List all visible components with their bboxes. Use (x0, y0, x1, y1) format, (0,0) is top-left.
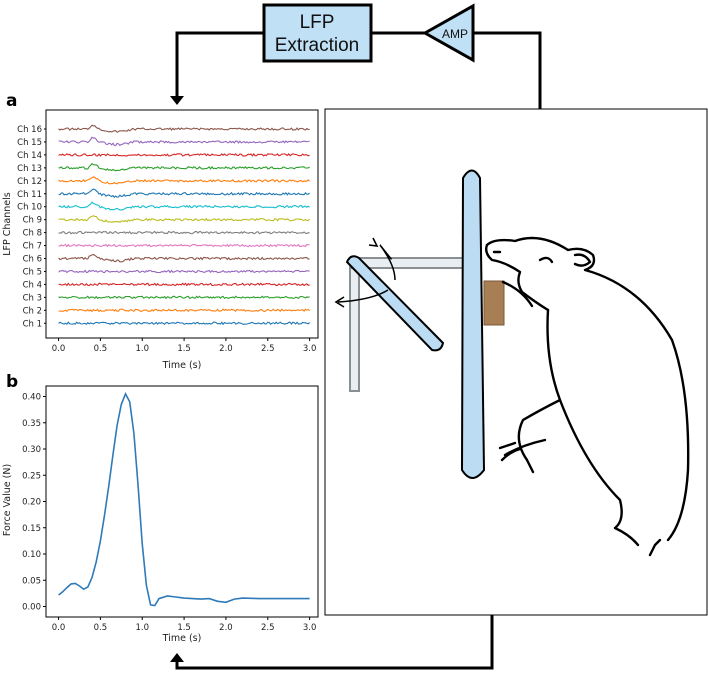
lfp-channel-label: Ch 2 (23, 306, 42, 316)
lfp-channel-label: Ch 13 (17, 164, 42, 174)
lfp-channel-label: Ch 7 (23, 242, 42, 252)
force-x-tick-label: 1.5 (177, 623, 191, 633)
amp-label: AMP (442, 27, 468, 41)
panel-letter-b: b (6, 372, 18, 392)
lfp-channel-label: Ch 12 (17, 177, 42, 187)
lfp-x-tick-label: 2.5 (261, 344, 275, 354)
lfp-channel-label: Ch 11 (17, 190, 42, 200)
lever-vertical-tube (349, 266, 360, 392)
lfp-x-tick-label: 0.0 (52, 344, 66, 354)
lfp-channel-label: Ch 16 (17, 125, 42, 135)
lfp-trace-ch7 (58, 243, 310, 248)
lfp-trace-ch13 (58, 162, 310, 172)
lfp-x-axis-title: Time (s) (162, 360, 202, 371)
rotation-arrow-left (337, 289, 389, 303)
lfp-x-tick-label: 2.0 (219, 344, 233, 354)
lfp-x-tick-label: 1.5 (177, 344, 191, 354)
lfp-x-tick-label: 0.5 (94, 344, 108, 354)
lever-handle (345, 255, 445, 352)
lfp-trace-ch6 (58, 253, 310, 263)
apparatus-to-panel-b-arrowhead (170, 653, 184, 662)
lfp-x-tick-label: 3.0 (303, 344, 317, 354)
force-plot-frame (45, 385, 319, 618)
lfp-extraction-line1: LFP (300, 12, 335, 33)
force-y-tick-label: 0.40 (22, 393, 41, 403)
force-y-tick-label: 0.05 (22, 576, 41, 586)
lfp-trace-ch2 (58, 308, 310, 313)
lfp-extraction-box: LFP Extraction (262, 3, 373, 63)
force-y-tick-label: 0.00 (22, 603, 41, 613)
force-sensor-block (483, 280, 505, 326)
force-x-tick-label: 0.0 (52, 623, 66, 633)
lfp-trace-ch3 (58, 295, 310, 300)
force-series-line (58, 392, 310, 607)
lfp-trace-ch8 (58, 230, 310, 235)
apparatus-frame (324, 108, 708, 616)
amplifier: AMP (421, 3, 475, 63)
force-x-axis-title: Time (s) (162, 633, 202, 644)
lfp-traces (58, 124, 311, 326)
lfp-channel-label: Ch 3 (23, 293, 42, 303)
lfp-x-tick-label: 1.0 (135, 344, 149, 354)
force-y-ticks: 0.00 0.05 0.10 0.15 0.20 0.25 0.30 0.35 0.40 (22, 393, 46, 613)
force-x-tick-label: 0.5 (94, 623, 108, 633)
force-x-tick-label: 2.5 (261, 623, 275, 633)
lfp-x-ticks: 0.0 0.5 1.0 1.5 2.0 2.5 3.0 (52, 338, 317, 354)
lfp-channel-labels: Ch 16 Ch 15 Ch 14 Ch 13 Ch 12 Ch 11 Ch 10 Ch 9 C… (17, 125, 46, 329)
lfp-channel-label: Ch 9 (23, 216, 42, 226)
force-chart: 0.00 0.05 0.10 0.15 0.20 0.25 0.30 0.35 0.40 0.0… (2, 385, 319, 644)
lfp-trace-ch16 (58, 124, 310, 133)
force-x-tick-label: 3.0 (303, 623, 317, 633)
force-y-tick-label: 0.25 (22, 471, 41, 481)
lfp-y-axis-title: LFP Channels (2, 192, 13, 256)
force-y-tick-label: 0.30 (22, 445, 41, 455)
lfp-channels-chart: Ch 16 Ch 15 Ch 14 Ch 13 Ch 12 Ch 11 Ch 10 Ch 9 C… (2, 109, 319, 371)
lfp-trace-ch5 (58, 269, 310, 274)
force-y-tick-label: 0.35 (22, 419, 41, 429)
force-y-tick-label: 0.15 (22, 524, 41, 534)
lfp-trace-ch14 (58, 152, 310, 157)
lfp-extraction-line2: Extraction (275, 35, 359, 56)
lfp-plot-frame (45, 109, 319, 339)
panel-letter-a: a (6, 91, 17, 111)
lfp-trace-ch1 (58, 321, 310, 326)
lfp-channel-label: Ch 6 (23, 255, 42, 265)
force-y-axis-title: Force Value (N) (2, 464, 13, 536)
lfp-channel-label: Ch 1 (23, 319, 42, 329)
force-x-ticks: 0.0 0.5 1.0 1.5 2.0 2.5 3.0 (52, 617, 317, 633)
lfp-trace-ch12 (58, 176, 310, 185)
lfp-channel-label: Ch 8 (23, 229, 42, 239)
lever-assembly (334, 237, 479, 392)
lfp-channel-label: Ch 4 (23, 280, 42, 290)
lfp-trace-ch11 (58, 188, 310, 198)
lever-horizontal-tube (350, 257, 479, 269)
rotation-arrowhead-top (368, 237, 379, 247)
lfp-trace-ch15 (58, 136, 310, 147)
lfp-channel-label: Ch 15 (17, 138, 42, 148)
lfp-to-panel-a-arrow (175, 31, 264, 98)
lfp-trace-ch4 (58, 282, 310, 287)
lfp-channel-label: Ch 10 (17, 203, 42, 213)
force-x-tick-label: 2.0 (219, 623, 233, 633)
lfp-channel-label: Ch 14 (17, 151, 42, 161)
lfp-to-panel-a-arrowhead (170, 96, 184, 105)
apparatus-panel (324, 108, 708, 616)
force-y-tick-label: 0.10 (22, 550, 41, 560)
lfp-trace-ch10 (58, 201, 310, 211)
rotation-arrowhead-left (334, 296, 345, 308)
apparatus-wall (460, 169, 486, 479)
force-y-tick-label: 0.20 (22, 498, 41, 508)
force-x-tick-label: 1.0 (135, 623, 149, 633)
rotation-arrow-top (379, 244, 396, 281)
rat-illustration (484, 236, 690, 557)
lfp-channel-label: Ch 5 (23, 267, 42, 277)
lfp-trace-ch9 (58, 215, 311, 223)
